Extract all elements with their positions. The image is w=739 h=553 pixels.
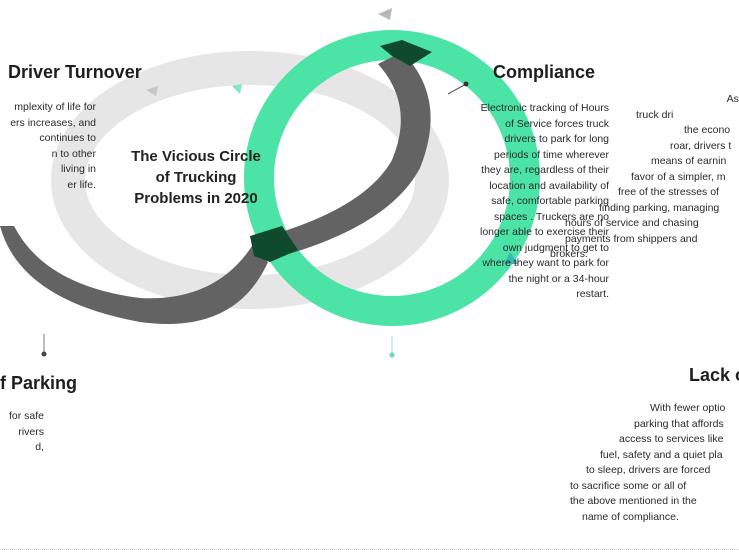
- compliance-line: As c: [726, 93, 739, 105]
- diagram-title: The Vicious Circle of Trucking Problems …: [112, 146, 280, 209]
- lack-of-parking-line: name of compliance.: [582, 510, 679, 523]
- title-line-1: The Vicious Circle: [131, 148, 261, 165]
- lack-of-parking-line: With fewer optio: [650, 402, 726, 414]
- dark-green-wedge-top: [380, 40, 432, 66]
- driver-turnover-text: mplexity of life for ers increases, and …: [0, 100, 96, 193]
- compliance-line: roar, drivers t: [670, 139, 732, 152]
- compliance-center-line: location and availability of: [489, 179, 609, 192]
- arrowhead-green-left: [232, 84, 242, 94]
- lack-of-parking-left-line: rivers: [18, 425, 44, 438]
- lack-of-parking-line: parking that affords: [634, 417, 724, 430]
- compliance-center-line: the night or a 34-hour: [508, 272, 609, 285]
- gray-ellipse-ring: [51, 51, 449, 309]
- bottom-divider: [0, 549, 739, 550]
- title-line-2: of Trucking: [155, 169, 237, 186]
- lack-of-parking-right-text: With fewer optio parking that affords ac…: [530, 401, 739, 525]
- lack-of-parking-left-text: for safe rivers d,: [0, 409, 44, 456]
- compliance-center-line: where they want to park for: [482, 257, 609, 269]
- arrowhead-right-teal: [504, 252, 518, 264]
- compliance-center-line: they are, regardless of their: [481, 164, 609, 176]
- compliance-center-line: of Service forces truck: [505, 117, 609, 130]
- dark-green-wedge-bottom: [250, 226, 298, 262]
- connector-dot-bottom: [389, 352, 395, 358]
- arrowhead-left: [146, 86, 158, 96]
- lack-of-parking-left-line: d,: [35, 441, 44, 453]
- compliance-center-line: Electronic tracking of Hours: [480, 102, 609, 114]
- compliance-center-line: spaces . Truckers are no: [494, 210, 609, 223]
- lack-of-parking-heading-left: f Parking: [0, 373, 78, 393]
- lack-of-parking-line: fuel, safety and a quiet pla: [600, 448, 723, 461]
- driver-turnover-line: n to other: [51, 147, 96, 160]
- gray-wedge-bottom-left: [0, 226, 268, 324]
- compliance-center-line: restart.: [576, 288, 609, 300]
- compliance-right-text: As c truck dri the econo roar, drivers t…: [520, 92, 739, 263]
- compliance-center-line: own judgment to get to: [502, 241, 609, 254]
- compliance-line: truck dri: [636, 108, 674, 121]
- compliance-line: free of the stresses of: [618, 186, 719, 198]
- compliance-line: favor of a simpler, m: [631, 170, 726, 183]
- connector-dot-compliance: [463, 81, 469, 87]
- connector-line-compliance: [447, 83, 467, 95]
- lack-of-parking-heading-right: Lack o: [689, 365, 739, 385]
- compliance-line: hours of service and chasing: [565, 217, 699, 229]
- compliance-center-line: periods of time wherever: [494, 148, 609, 161]
- compliance-line: means of earnin: [651, 155, 727, 167]
- compliance-line: finding parking, managing: [599, 201, 720, 214]
- compliance-line: brokers.: [550, 248, 588, 260]
- compliance-center-text: Electronic tracking of Hours of Service …: [284, 101, 609, 303]
- title-line-3: Problems in 2020: [134, 190, 258, 207]
- driver-turnover-line: ers increases, and: [10, 116, 96, 129]
- connector-dot-parking: [41, 351, 47, 357]
- lack-of-parking-line: to sleep, drivers are forced: [586, 464, 711, 476]
- driver-turnover-line: mplexity of life for: [14, 101, 96, 113]
- arrowhead-top: [378, 8, 392, 20]
- lack-of-parking-left-line: for safe: [8, 410, 44, 422]
- compliance-line: payments from shippers and: [565, 232, 698, 245]
- lack-of-parking-line: access to services like: [619, 433, 724, 445]
- lack-of-parking-line: to sacrifice some or all of: [570, 479, 687, 492]
- compliance-line: the econo: [684, 124, 731, 136]
- driver-turnover-heading: Driver Turnover: [8, 62, 142, 82]
- lack-of-parking-line: the above mentioned in the: [570, 495, 697, 507]
- driver-turnover-line: continues to: [39, 132, 96, 144]
- compliance-center-line: safe, comfortable parking: [491, 195, 609, 207]
- compliance-center-line: drivers to park for long: [504, 133, 609, 145]
- compliance-center-line: longer able to exercise their: [480, 226, 609, 238]
- compliance-heading: Compliance: [493, 62, 596, 82]
- driver-turnover-line: er life.: [67, 178, 96, 191]
- driver-turnover-line: living in: [60, 163, 96, 175]
